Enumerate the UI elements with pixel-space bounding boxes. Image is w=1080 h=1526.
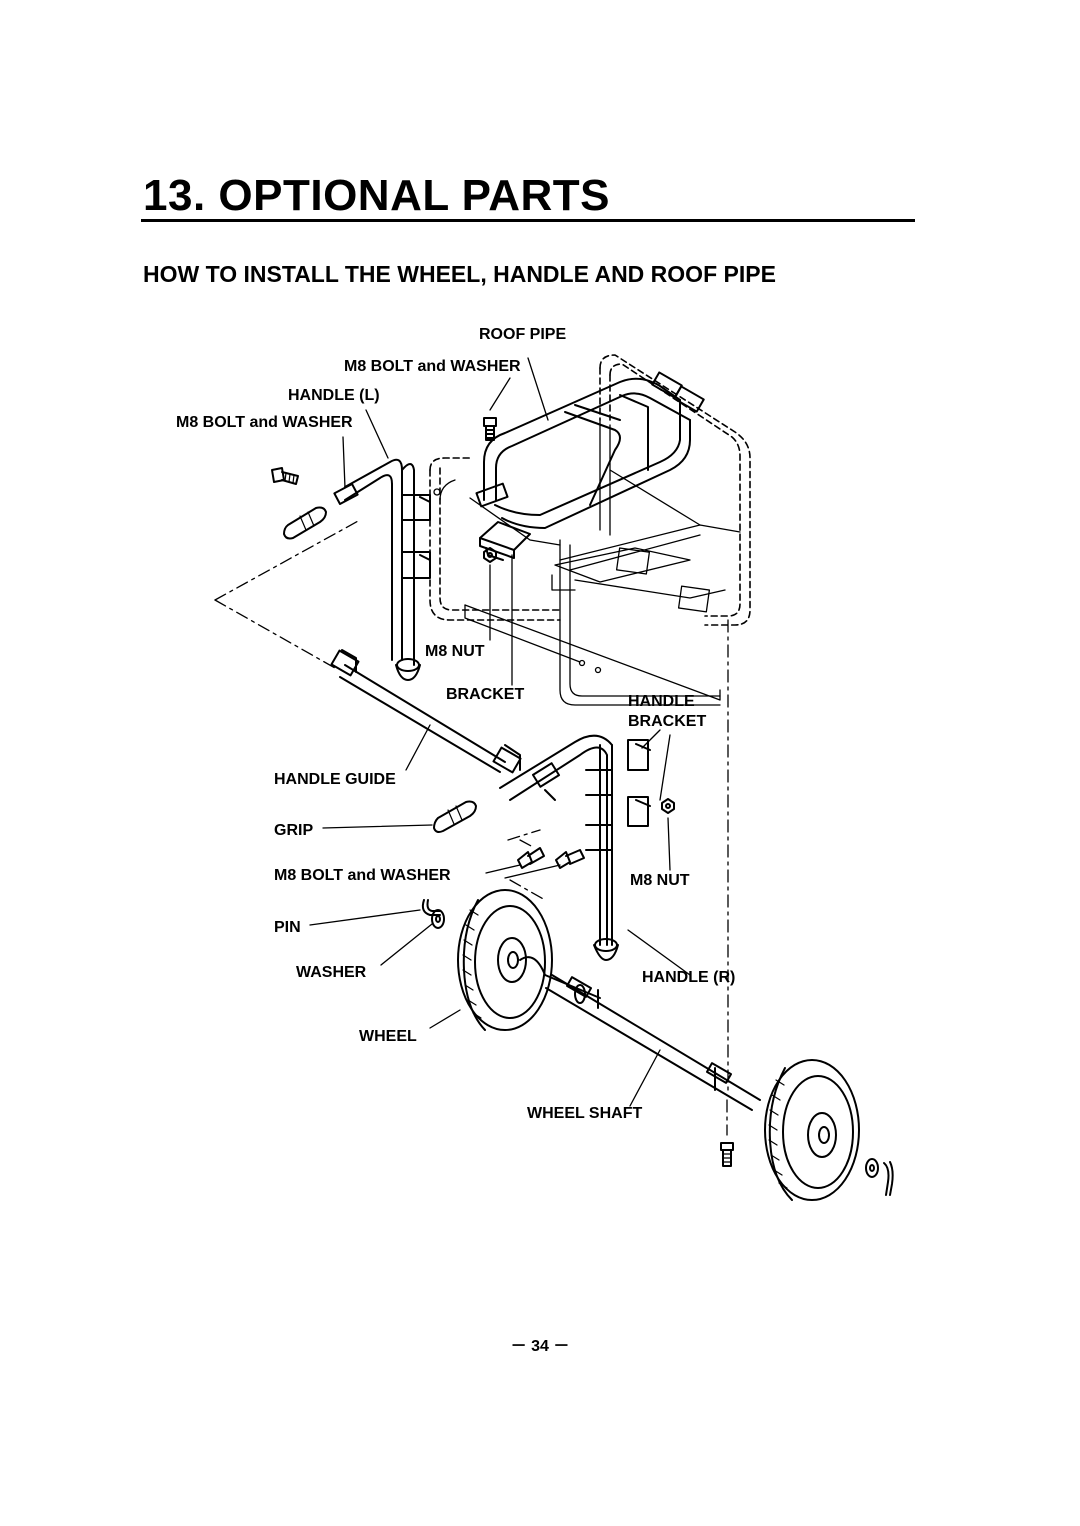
label-pin: PIN bbox=[274, 919, 301, 936]
label-m8-bolt-washer-top: M8 BOLT and WASHER bbox=[344, 358, 521, 375]
label-roof-pipe: ROOF PIPE bbox=[479, 326, 567, 343]
assembly-guide-lines bbox=[214, 519, 729, 1136]
wheel-shaft bbox=[545, 974, 761, 1111]
label-wheel-shaft: WHEEL SHAFT bbox=[527, 1105, 643, 1122]
label-wheel: WHEEL bbox=[359, 1028, 417, 1045]
m8-bolt-left bbox=[271, 467, 299, 485]
title-divider bbox=[141, 219, 915, 222]
handle-left bbox=[333, 458, 431, 681]
label-m8-bolt-washer-left: M8 BOLT and WASHER bbox=[176, 414, 353, 431]
section-subtitle: HOW TO INSTALL THE WHEEL, HANDLE AND ROO… bbox=[143, 261, 776, 287]
label-handle-bracket-line1: HANDLE bbox=[628, 693, 695, 710]
label-washer: WASHER bbox=[296, 964, 367, 981]
label-grip: GRIP bbox=[274, 822, 314, 839]
label-m8-nut-right: M8 NUT bbox=[630, 872, 690, 889]
wheel-right bbox=[764, 1059, 860, 1201]
pin-washer-left bbox=[421, 899, 445, 929]
handle-guide bbox=[330, 649, 522, 774]
section-title: 13. OPTIONAL PARTS bbox=[143, 171, 611, 220]
grip-right bbox=[433, 800, 477, 833]
pin-washer-right bbox=[865, 1158, 894, 1196]
label-m8-bolt-washer-mid: M8 BOLT and WASHER bbox=[274, 867, 451, 884]
m8-bolt-bottom bbox=[720, 1142, 734, 1167]
handle-right bbox=[499, 734, 619, 961]
page-number: － 34 － bbox=[510, 1338, 570, 1355]
label-m8-nut-top: M8 NUT bbox=[425, 643, 485, 660]
leader-lines bbox=[309, 357, 691, 1107]
m8-bolt-top bbox=[483, 417, 497, 441]
generator-frame bbox=[429, 354, 751, 626]
label-handle-l: HANDLE (L) bbox=[288, 387, 380, 404]
wheel-left bbox=[457, 889, 601, 1031]
generator-internal bbox=[433, 419, 741, 706]
m8-bolts-mid bbox=[517, 847, 585, 869]
grip-left bbox=[283, 506, 327, 540]
roof-pipe bbox=[475, 371, 705, 529]
label-handle-bracket-line2: BRACKET bbox=[628, 713, 707, 730]
label-handle-guide: HANDLE GUIDE bbox=[274, 771, 396, 788]
label-handle-r: HANDLE (R) bbox=[642, 969, 736, 986]
label-bracket: BRACKET bbox=[446, 686, 525, 703]
m8-nut-top bbox=[483, 547, 497, 563]
